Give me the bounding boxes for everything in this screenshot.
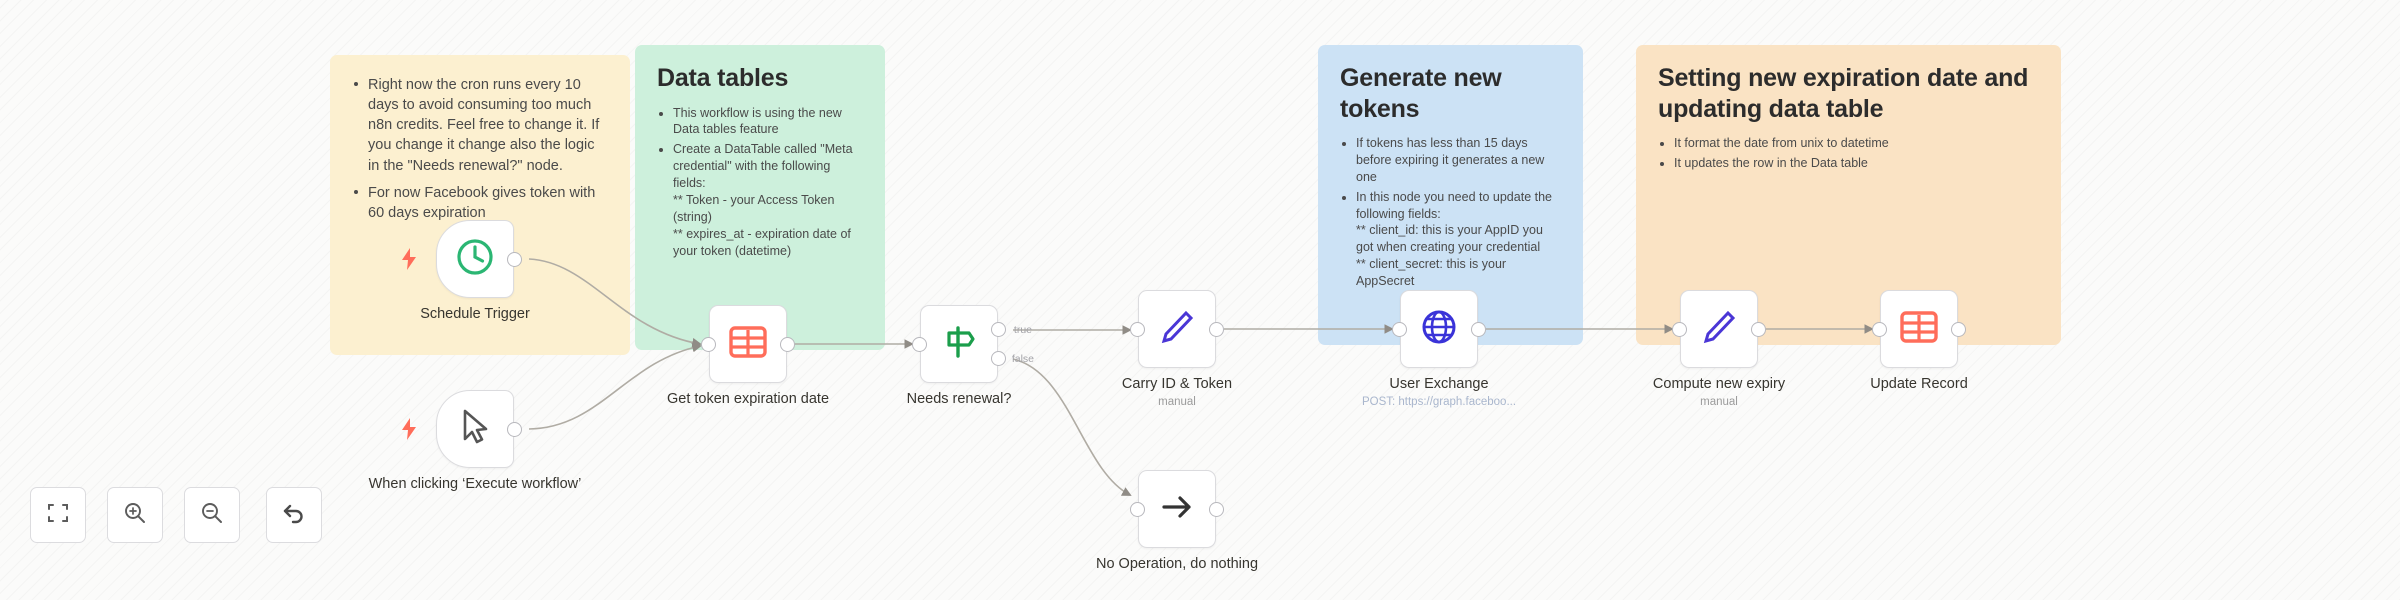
node-user-exchange-input-port[interactable] <box>1392 321 1407 337</box>
zoom-out-button[interactable] <box>184 487 240 543</box>
sticky-note-setting-expiration-list: It format the date from unix to datetime… <box>1658 135 2039 172</box>
sticky-note-setting-expiration-bullet-1: It updates the row in the Data table <box>1658 155 2039 172</box>
node-no-operation[interactable]: No Operation, do nothing <box>1096 470 1258 572</box>
node-compute-new-expiry-output-port[interactable] <box>1751 321 1766 337</box>
sticky-note-setting-expiration-bullet-0: It format the date from unix to datetime <box>1658 135 2039 152</box>
node-carry-id-and-token-label: Carry ID & Token <box>1121 376 1233 392</box>
node-manual-trigger[interactable]: When clicking ‘Execute workflow’ <box>369 390 581 492</box>
undo-arrow-icon <box>282 501 306 530</box>
zoom-out-icon <box>200 501 224 530</box>
node-get-token-expiration-date-output-port[interactable] <box>780 336 795 352</box>
sticky-note-data-tables-bullet-0: This workflow is using the new Data tabl… <box>657 105 863 139</box>
fit-screen-icon <box>47 502 69 529</box>
sticky-note-data-tables-title: Data tables <box>657 64 789 92</box>
cursor-icon <box>457 407 493 452</box>
node-no-operation-label: No Operation, do nothing <box>1095 556 1259 572</box>
node-schedule-trigger-box[interactable] <box>436 220 522 298</box>
node-compute-new-expiry-label: Compute new expiry <box>1652 376 1786 392</box>
node-no-operation-output-port[interactable] <box>1209 501 1224 517</box>
data-table-icon <box>728 322 768 367</box>
clock-icon <box>454 236 496 283</box>
sticky-note-generate-tokens-list: If tokens has less than 15 days before e… <box>1340 135 1561 290</box>
node-user-exchange-box[interactable] <box>1392 290 1486 368</box>
node-user-exchange-label: User Exchange <box>1389 376 1489 392</box>
node-needs-renewal-label: Needs renewal? <box>906 391 1012 407</box>
node-compute-new-expiry[interactable]: Compute new expiry manual <box>1653 290 1785 408</box>
node-needs-renewal-input-port[interactable] <box>912 336 927 352</box>
node-user-exchange-subtitle: POST: https://graph.faceboo... <box>1361 396 1517 408</box>
node-needs-renewal-output-port-true[interactable] <box>991 322 1006 337</box>
zoom-in-button[interactable] <box>107 487 163 543</box>
sticky-note-setting-expiration-title: Setting new expiration date and updating… <box>1658 64 2029 123</box>
sticky-note-generate-tokens-bullet-1: In this node you need to update the foll… <box>1340 189 1561 290</box>
node-manual-trigger-output-port[interactable] <box>507 421 522 437</box>
node-no-operation-box[interactable] <box>1130 470 1224 548</box>
node-needs-renewal-output-port-false[interactable] <box>991 351 1006 366</box>
node-compute-new-expiry-subtitle: manual <box>1700 396 1738 408</box>
node-update-record-box[interactable] <box>1872 290 1966 368</box>
edit-pencil-icon <box>1699 307 1739 352</box>
sticky-note-cron-list: Right now the cron runs every 10 days to… <box>352 75 608 223</box>
node-update-record-input-port[interactable] <box>1872 321 1887 337</box>
canvas-toolbar[interactable] <box>30 487 322 543</box>
node-needs-renewal-output-label-false: false <box>1011 353 1034 365</box>
node-get-token-expiration-date[interactable]: Get token expiration date <box>667 305 829 407</box>
node-carry-id-and-token-input-port[interactable] <box>1130 321 1145 337</box>
fit-to-view-button[interactable] <box>30 487 86 543</box>
node-carry-id-and-token-box[interactable] <box>1130 290 1224 368</box>
node-get-token-expiration-date-box[interactable] <box>701 305 795 383</box>
trigger-bolt-icon <box>400 417 420 441</box>
node-user-exchange-output-port[interactable] <box>1471 321 1486 337</box>
node-update-record-label: Update Record <box>1870 376 1968 392</box>
node-get-token-expiration-date-input-port[interactable] <box>701 336 716 352</box>
sticky-note-generate-tokens-title: Generate new tokens <box>1340 64 1502 123</box>
node-manual-trigger-label: When clicking ‘Execute workflow’ <box>368 476 582 492</box>
sticky-note-cron[interactable]: Right now the cron runs every 10 days to… <box>330 55 630 355</box>
trigger-bolt-icon <box>400 247 420 271</box>
edit-pencil-icon <box>1157 307 1197 352</box>
node-get-token-expiration-date-label: Get token expiration date <box>666 391 830 407</box>
node-needs-renewal[interactable]: true false Needs renewal? <box>907 305 1034 407</box>
node-schedule-trigger-label: Schedule Trigger <box>420 306 530 322</box>
arrow-right-icon <box>1158 488 1196 531</box>
node-compute-new-expiry-box[interactable] <box>1672 290 1766 368</box>
node-update-record[interactable]: Update Record <box>1870 290 1968 392</box>
node-needs-renewal-box[interactable]: true false <box>912 305 1034 383</box>
zoom-in-icon <box>123 501 147 530</box>
node-schedule-trigger[interactable]: Schedule Trigger <box>402 220 530 322</box>
node-update-record-output-port[interactable] <box>1951 321 1966 337</box>
sticky-note-data-tables-list: This workflow is using the new Data tabl… <box>657 105 863 260</box>
sticky-note-cron-bullet-1: For now Facebook gives token with 60 day… <box>352 183 608 223</box>
node-carry-id-and-token-subtitle: manual <box>1158 396 1196 408</box>
sticky-note-cron-bullet-0: Right now the cron runs every 10 days to… <box>352 75 608 176</box>
node-compute-new-expiry-input-port[interactable] <box>1672 321 1687 337</box>
node-manual-trigger-box[interactable] <box>436 390 522 468</box>
node-no-operation-input-port[interactable] <box>1130 501 1145 517</box>
sticky-note-generate-tokens-bullet-0: If tokens has less than 15 days before e… <box>1340 135 1561 186</box>
sticky-note-data-tables-bullet-1: Create a DataTable called "Meta credenti… <box>657 141 863 259</box>
node-schedule-trigger-output-port[interactable] <box>507 251 522 267</box>
node-carry-id-and-token-output-port[interactable] <box>1209 321 1224 337</box>
node-carry-id-and-token[interactable]: Carry ID & Token manual <box>1122 290 1232 408</box>
node-user-exchange[interactable]: User Exchange POST: https://graph.facebo… <box>1362 290 1516 408</box>
reset-zoom-button[interactable] <box>266 487 322 543</box>
globe-icon <box>1418 306 1460 353</box>
node-needs-renewal-output-label-true: true <box>1013 324 1032 336</box>
filter-signpost-icon <box>939 322 979 367</box>
data-table-icon <box>1899 307 1939 352</box>
